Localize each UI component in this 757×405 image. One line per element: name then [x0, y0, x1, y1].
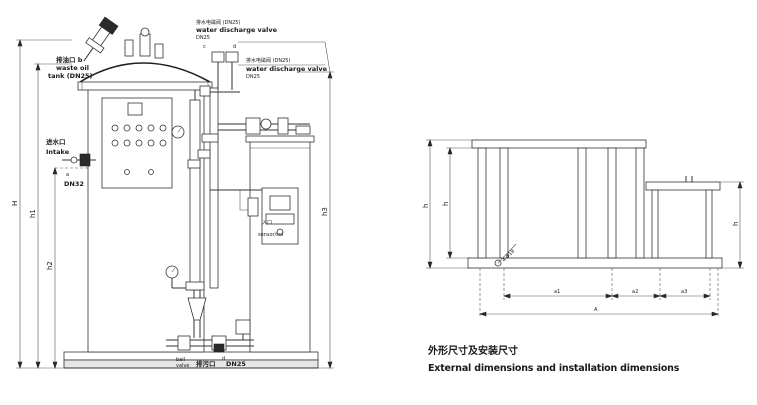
installation-view: [426, 139, 744, 318]
valve-c-letter: c: [203, 44, 206, 50]
caption: 外形尺寸及安装尺寸 External dimensions and instal…: [427, 344, 680, 374]
waste-oil-label-en2: tank (DN25): [48, 72, 93, 80]
intake-a-letter: a: [66, 172, 69, 178]
waste-oil-label-en1: waste oil: [56, 64, 89, 72]
valve-d-letter: d: [233, 44, 236, 50]
front-elevation: [16, 16, 334, 369]
dim-a1-label: a1: [554, 289, 560, 295]
ball-valve-label-2: valve: [176, 363, 189, 369]
valve1-label-cn: 排水电磁阀 (DN25): [196, 19, 240, 26]
front-elevation-labels: 排油口 b waste oil tank (DN25) 排水电磁阀 (DN25)…: [11, 19, 329, 369]
dim-H-label: H: [11, 201, 19, 206]
dim-a2-label: a2: [632, 289, 638, 295]
dim-a3-label: a3: [681, 289, 687, 295]
caption-en: External dimensions and installation dim…: [428, 363, 680, 374]
intake-label-en: Intake: [46, 148, 70, 156]
valve1-label-en: water discharge valve: [196, 26, 278, 34]
dim-h-outer-label: h: [422, 204, 430, 208]
dim-h-inner-label: h: [442, 202, 450, 206]
drain-d-letter: d: [222, 356, 225, 362]
drain-label-cn: 排污口: [196, 359, 216, 368]
dim-h2-label: h2: [46, 261, 54, 270]
valve2-label-en: water discharge valve: [246, 65, 328, 73]
dim-A-label: A: [594, 307, 598, 313]
drain-dn-label: DN25: [226, 360, 246, 368]
dim-h1-label: h1: [29, 209, 37, 218]
valve1-label-dn: DN25: [196, 35, 210, 41]
intake-label-cn: 进水口: [46, 137, 66, 146]
sensor-label-en: sensor/sol: [258, 232, 283, 238]
dim-h3-label: h3: [321, 207, 329, 216]
control-buttons: [111, 124, 167, 175]
intake-dn-label: DN32: [64, 180, 84, 188]
valve2-label-dn: DN25: [246, 74, 260, 80]
caption-cn: 外形尺寸及安装尺寸: [427, 344, 518, 357]
waste-oil-label-cn: 排油口 b: [56, 55, 83, 64]
sensor-label-cn: 入口: [262, 220, 272, 226]
dim-h-right-label: h: [732, 222, 740, 226]
ball-valve-label-1: ball: [176, 357, 185, 363]
valve2-label-cn: 排水电磁阀 (DN25): [246, 57, 290, 64]
